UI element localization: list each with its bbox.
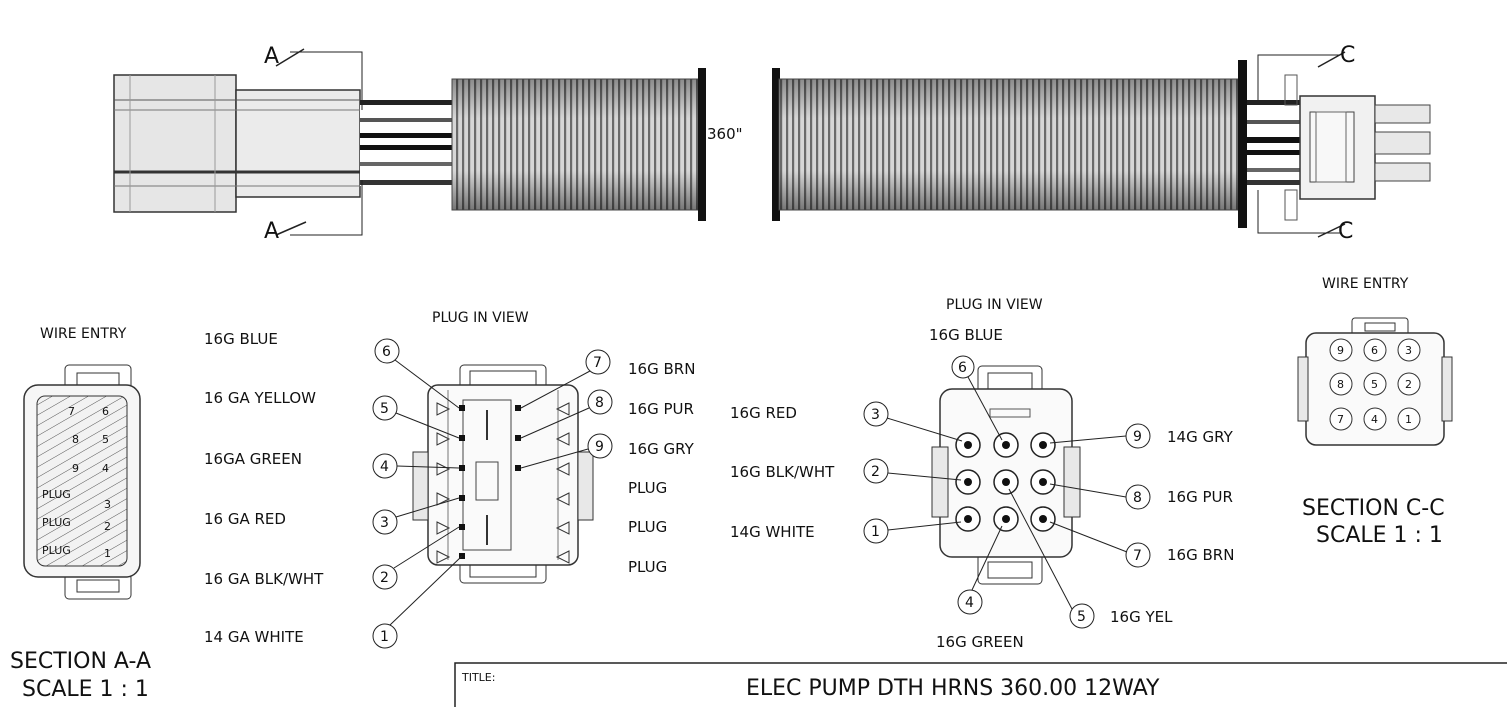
- plug-mark-3: PLUG: [42, 544, 71, 557]
- balloon-left-3: 3: [380, 515, 389, 531]
- cavity-5: 5: [102, 433, 109, 446]
- wire-label-16g-pur: 16G PUR: [628, 400, 694, 418]
- wire-label-14ga-white: 14 GA WHITE: [204, 628, 304, 646]
- cavity-9: 9: [72, 462, 79, 475]
- c-cavity-2: 2: [1405, 378, 1412, 391]
- balloon-left-4: 4: [380, 459, 389, 475]
- wire-label-right-16g-blk-wht: 16G BLK/WHT: [730, 463, 835, 481]
- balloon-right-6: 6: [958, 360, 967, 376]
- cavity-7: 7: [68, 405, 75, 418]
- wire-label-16ga-green: 16GA GREEN: [204, 450, 302, 468]
- balloon-left-6: 6: [382, 344, 391, 360]
- wire-label-16ga-blk-wht: 16 GA BLK/WHT: [204, 570, 324, 588]
- wire-label-plug-3: PLUG: [628, 558, 667, 576]
- section-c-scale: SCALE 1 : 1: [1316, 523, 1443, 548]
- plug-view-left-connector: [412, 364, 594, 584]
- c-cavity-3: 3: [1405, 344, 1412, 357]
- balloon-right-8: 8: [1133, 490, 1142, 506]
- c-cavity-1: 1: [1405, 413, 1412, 426]
- balloon-right-2: 2: [871, 464, 880, 480]
- right-receptacle-housing: [1284, 74, 1431, 221]
- c-cavity-9: 9: [1337, 344, 1344, 357]
- cut-label-a-bottom: A: [264, 219, 279, 244]
- wire-label-16ga-yellow: 16 GA YELLOW: [204, 389, 316, 407]
- c-cavity-6: 6: [1371, 344, 1378, 357]
- wire-label-16g-brn: 16G BRN: [628, 360, 695, 378]
- section-c-connector: 9 6 3 8 5 2 7 4 1: [1297, 317, 1453, 446]
- c-cavity-8: 8: [1337, 378, 1344, 391]
- balloon-right-7: 7: [1133, 548, 1142, 564]
- c-cavity-7: 7: [1337, 413, 1344, 426]
- wire-entry-header-left: WIRE ENTRY: [40, 326, 127, 342]
- cut-label-a-top: A: [264, 44, 279, 69]
- balloon-left-7: 7: [593, 355, 602, 371]
- left-convoluted-tube: [451, 68, 706, 221]
- length-dimension: 360": [707, 125, 743, 143]
- section-c-cut-marks: C C: [1257, 43, 1355, 244]
- wire-label-right-16g-pur: 16G PUR: [1167, 488, 1233, 506]
- right-wire-bundle: [1247, 100, 1302, 185]
- cavity-1: 1: [104, 547, 111, 560]
- section-a-scale: SCALE 1 : 1: [22, 677, 149, 702]
- plug-mark-1: PLUG: [42, 488, 71, 501]
- wire-label-right-16g-brn: 16G BRN: [1167, 546, 1234, 564]
- wire-label-plug-2: PLUG: [628, 518, 667, 536]
- balloon-right-4: 4: [965, 595, 974, 611]
- title-block: TITLE: ELEC PUMP DTH HRNS 360.00 12WAY: [454, 662, 1507, 707]
- wire-label-16g-gry: 16G GRY: [628, 440, 695, 458]
- balloon-right-9: 9: [1133, 429, 1142, 445]
- balloon-right-3: 3: [871, 407, 880, 423]
- section-a-title: SECTION A-A: [10, 649, 151, 674]
- title-block-value: ELEC PUMP DTH HRNS 360.00 12WAY: [746, 676, 1160, 701]
- plug-view-right-connector: [931, 365, 1081, 585]
- balloon-right-1: 1: [871, 524, 880, 540]
- section-a-cut-marks: A A: [264, 44, 363, 244]
- balloon-left-5: 5: [380, 401, 389, 417]
- cut-label-c-bottom: C: [1338, 219, 1353, 244]
- wire-label-right-14g-white: 14G WHITE: [730, 523, 815, 541]
- wire-label-plug-1: PLUG: [628, 479, 667, 497]
- plug-view-header-right: PLUG IN VIEW: [946, 297, 1043, 313]
- wire-label-16g-blue: 16G BLUE: [204, 330, 278, 348]
- wire-label-16ga-red: 16 GA RED: [204, 510, 286, 528]
- balloon-left-9: 9: [595, 439, 604, 455]
- balloon-left-2: 2: [380, 570, 389, 586]
- wire-label-right-16g-red: 16G RED: [730, 404, 797, 422]
- cavity-3: 3: [104, 498, 111, 511]
- cavity-8: 8: [72, 433, 79, 446]
- balloon-left-1: 1: [380, 629, 389, 645]
- right-convoluted-tube: [772, 60, 1247, 228]
- c-cavity-4: 4: [1371, 413, 1378, 426]
- wire-label-right-14g-gry: 14G GRY: [1167, 428, 1234, 446]
- cavity-2: 2: [104, 520, 111, 533]
- wire-label-right-16g-green: 16G GREEN: [936, 633, 1024, 651]
- cut-label-c-top: C: [1340, 43, 1355, 68]
- wire-entry-header-right: WIRE ENTRY: [1322, 276, 1409, 292]
- left-wire-bundle: [360, 100, 455, 186]
- wire-label-right-16g-yel: 16G YEL: [1110, 608, 1173, 626]
- c-cavity-5: 5: [1371, 378, 1378, 391]
- balloon-right-5: 5: [1077, 609, 1086, 625]
- section-a-connector: 7 6 8 5 9 4 3 2 1 PLUG PLUG PLUG: [23, 364, 141, 600]
- wire-label-right-16g-blue: 16G BLUE: [929, 326, 1003, 344]
- cavity-4: 4: [102, 462, 109, 475]
- section-c-title: SECTION C-C: [1302, 496, 1445, 521]
- cavity-6: 6: [102, 405, 109, 418]
- balloon-left-8: 8: [595, 395, 604, 411]
- plug-view-header-left: PLUG IN VIEW: [432, 310, 529, 326]
- plug-mark-2: PLUG: [42, 516, 71, 529]
- title-block-label: TITLE:: [461, 671, 495, 684]
- left-plug-housing: [113, 74, 361, 213]
